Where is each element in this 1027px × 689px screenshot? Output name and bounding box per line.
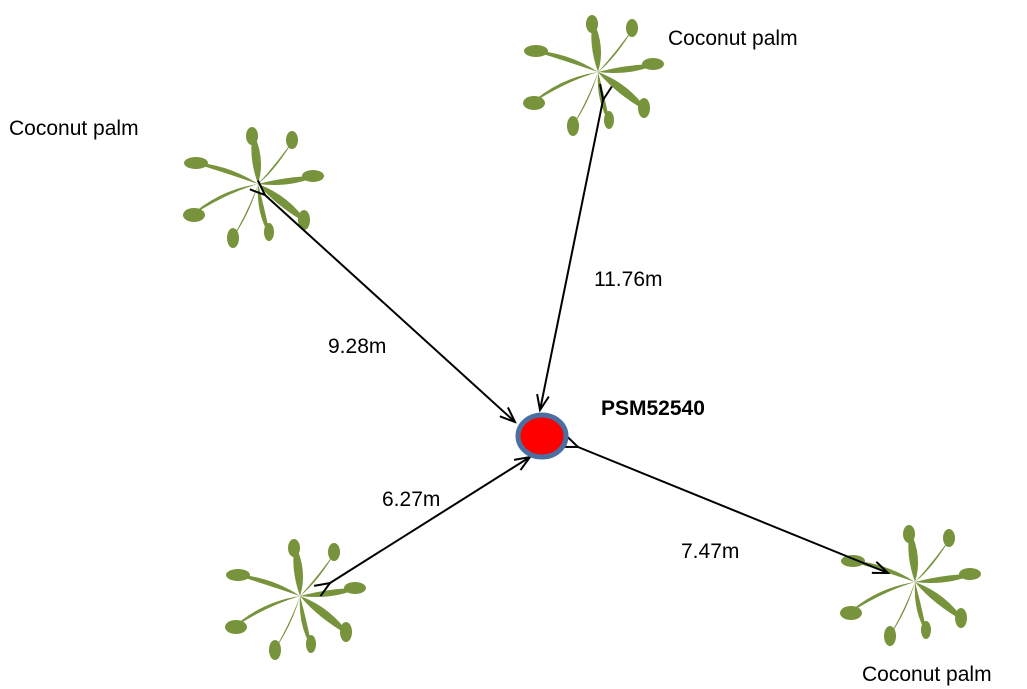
coconut-palm-icon-top-right — [523, 15, 664, 136]
distance-arrow-top-right — [540, 100, 603, 410]
distance-label-bottom-left: 6.27m — [382, 488, 441, 511]
coconut-palm-icon-bottom-right — [840, 525, 981, 646]
distance-arrow-top-left — [265, 195, 515, 422]
distance-arrow-bottom-left — [330, 457, 530, 583]
tree-label-top-right: Coconut palm — [668, 27, 798, 50]
distance-label-top-left: 9.28m — [328, 335, 387, 358]
coconut-palm-icon-bottom-left — [225, 539, 366, 660]
point-id-label: PSM52540 — [601, 397, 705, 420]
tree-label-bottom-right: Coconut palm — [862, 663, 992, 686]
distance-label-bottom-right: 7.47m — [681, 540, 740, 563]
tree-label-top-left: Coconut palm — [9, 117, 139, 140]
survey-point-marker — [515, 412, 569, 460]
distance-label-top-right: 11.76m — [594, 268, 663, 291]
distance-arrow-bottom-right — [578, 447, 888, 573]
